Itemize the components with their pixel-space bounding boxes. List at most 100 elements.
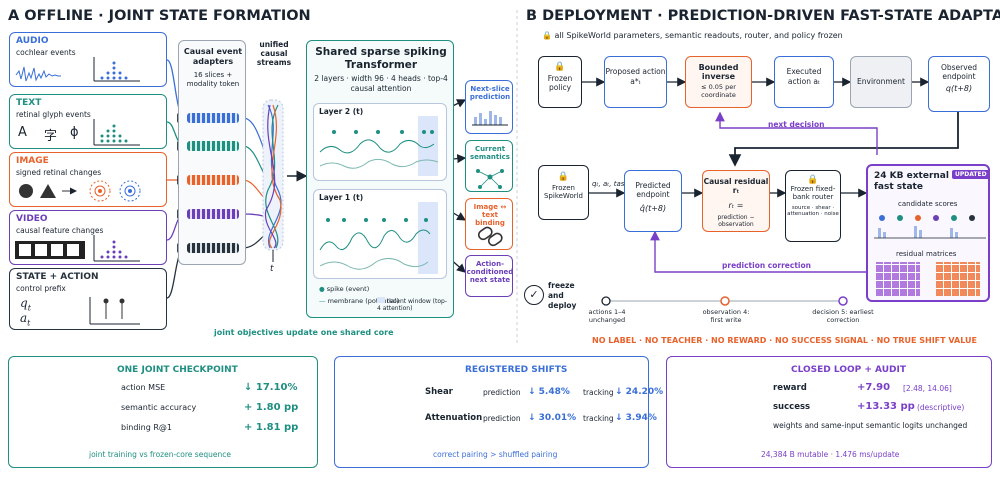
transformer-sub: 2 layers · width 96 · 4 heads · top-4 ca… xyxy=(314,74,448,93)
observed-endpoint-box: Observed endpoint q(t+8) xyxy=(928,56,990,112)
q-symbol: q xyxy=(20,296,28,310)
image-text-binding-output: Image ↔ text binding xyxy=(465,198,513,250)
text-adapter-slices xyxy=(187,141,239,151)
causal-residual-box: Causal residual rₜ rₜ = prediction − obs… xyxy=(702,170,770,232)
shear-pred-value: ↓ 5.48% xyxy=(528,387,570,397)
attn-track-value: ↓ 3.94% xyxy=(615,413,657,423)
no-supervision-list: NO LABEL · NO TEACHER · NO REWARD · NO S… xyxy=(592,336,977,345)
audio-label: AUDIO xyxy=(16,36,49,46)
layer-2-label: Layer 2 (t) xyxy=(319,107,364,116)
closed-loop-title: CLOSED LOOP + AUDIT xyxy=(791,365,906,375)
attenuation-label: Attenuation xyxy=(425,413,483,423)
freeze-check-icon: ✓ xyxy=(524,285,544,305)
next-decision-label: next decision xyxy=(768,120,825,129)
audio-adapter-slices xyxy=(187,113,239,123)
orange-residual-matrix xyxy=(936,262,980,296)
updated-badge: UPDATED xyxy=(952,170,990,179)
fast-state-title: 24 KB external fast state xyxy=(874,171,949,192)
action-next-state-output: Action-conditioned next state xyxy=(465,255,513,297)
next-slice-output: Next-slice prediction xyxy=(465,80,513,134)
action-mse-value: ↓ 17.10% xyxy=(244,382,298,393)
text-sub: retinal glyph events xyxy=(16,110,91,119)
residual-matrices-label: residual matrices xyxy=(896,250,957,258)
reward-ci: [2.48, 14.06] xyxy=(903,384,952,393)
success-label: success xyxy=(773,402,811,412)
video-sub: causal feature changes xyxy=(16,226,104,235)
panel-b-title: B DEPLOYMENT · PREDICTION-DRIVEN FAST-ST… xyxy=(526,8,1000,24)
closed-loop-card: CLOSED LOOP + AUDIT reward +7.90 [2.48, … xyxy=(666,356,992,468)
semantic-accuracy-label: semantic accuracy xyxy=(121,403,197,412)
causal-adapters-box: Causal event adapters 16 slices + modali… xyxy=(178,40,246,265)
state-action-sub: control prefix xyxy=(16,284,66,293)
image-label: IMAGE xyxy=(16,156,49,166)
image-sub: signed retinal changes xyxy=(16,168,102,177)
video-adapter-slices xyxy=(187,209,239,219)
shifts-footer: correct pairing > shuffled pairing xyxy=(433,450,558,459)
shear-track-value: ↓ 24.20% xyxy=(615,387,664,397)
a-symbol: a xyxy=(20,311,28,325)
glyph-cjk: 字 xyxy=(44,129,58,144)
closed-loop-footer: 24,384 B mutable · 1.476 ms/update xyxy=(761,450,900,459)
shear-pred-label: prediction xyxy=(483,388,521,397)
text-modality-box: TEXT retinal glyph events A 字 ϕ xyxy=(9,94,167,149)
state-adapter-slices xyxy=(187,243,239,253)
bounded-inverse-box: Bounded inverse ≤ 0.05 per coordinate xyxy=(685,56,752,108)
audio-sub: cochlear events xyxy=(16,48,76,57)
frozen-note: 🔒 all SpikeWorld parameters, semantic re… xyxy=(542,31,843,40)
joint-objectives-note: joint objectives update one shared core xyxy=(214,328,394,337)
candidate-scores-label: candidate scores xyxy=(898,200,958,208)
attn-track-label: tracking xyxy=(583,414,614,423)
film-strip-icon xyxy=(15,235,140,262)
adapters-title: Causal event adapters xyxy=(183,47,243,66)
checkpoint-card: ONE JOINT CHECKPOINT action MSE ↓ 17.10%… xyxy=(8,356,318,468)
streams-time-axis: t xyxy=(270,264,274,274)
frozen-spikeworld-box: 🔒 Frozen SpikeWorld xyxy=(538,165,589,220)
legend-spike: ● spike (event) xyxy=(319,285,370,293)
text-label: TEXT xyxy=(16,98,42,108)
purple-residual-matrix xyxy=(876,262,920,296)
proposed-action-box: Proposed action a*ₜ xyxy=(604,56,667,108)
shear-label: Shear xyxy=(425,387,453,397)
timeline-decision: decision 5: earliest correction xyxy=(812,308,874,324)
layer-2-panel: Layer 2 (t) xyxy=(313,103,447,181)
timeline-actions: actions 1–4 unchanged xyxy=(588,308,626,324)
attn-pred-value: ↓ 30.01% xyxy=(528,413,577,423)
glyph-a: A xyxy=(18,125,27,140)
checkpoint-title: ONE JOINT CHECKPOINT xyxy=(117,365,238,375)
state-action-box: STATE + ACTION control prefix qt at xyxy=(9,268,167,330)
registered-shifts-card: REGISTERED SHIFTS Shear prediction ↓ 5.4… xyxy=(334,356,664,468)
audio-modality-box: AUDIO cochlear events xyxy=(9,32,167,87)
candidate-scores-chart xyxy=(874,215,986,239)
layer-1-panel: Layer 1 (t) xyxy=(313,189,447,279)
video-label: VIDEO xyxy=(16,214,48,224)
binding-r1-value: + 1.81 pp xyxy=(244,422,299,433)
spiking-transformer-box: Shared sparse spiking Transformer 2 laye… xyxy=(306,40,454,318)
layer-1-label: Layer 1 (t) xyxy=(319,193,364,202)
lock-icon: 🔒 xyxy=(557,172,570,182)
legend-window: recent window (top-4 attention) xyxy=(377,297,448,313)
unchanged-note: weights and same-input semantic logits u… xyxy=(773,421,968,430)
state-action-label: STATE + ACTION xyxy=(16,272,99,282)
shear-track-label: tracking xyxy=(583,388,614,397)
frozen-router-box: 🔒 Frozen fixed-bank router source · shea… xyxy=(785,170,841,242)
model-inputs-label: qₜ, aₜ, task c xyxy=(592,180,635,188)
audio-waveform-icon xyxy=(15,57,140,82)
freeze-deploy-label: freeze and deploy xyxy=(548,281,577,310)
current-semantics-output: Current semantics xyxy=(465,140,513,192)
action-mse-label: action MSE xyxy=(121,383,166,392)
frozen-policy-box: 🔒 Frozen policy xyxy=(538,56,582,108)
transformer-title: Shared sparse spiking Transformer xyxy=(315,46,447,71)
lock-icon: 🔒 xyxy=(807,175,819,185)
a-sub: t xyxy=(27,318,31,328)
panel-a-title: A OFFLINE · JOINT STATE FORMATION xyxy=(8,8,311,24)
predicted-endpoint-box: Predicted endpoint q̂(t+8) xyxy=(624,170,682,232)
image-modality-box: IMAGE signed retinal changes xyxy=(9,152,167,207)
unified-streams-label: unified causal streams xyxy=(256,40,292,67)
video-modality-box: VIDEO causal feature changes xyxy=(9,210,167,265)
lock-icon: 🔒 xyxy=(554,62,566,72)
shifts-title: REGISTERED SHIFTS xyxy=(465,365,568,375)
fast-state-box: 24 KB external fast state UPDATED candid… xyxy=(866,164,990,302)
success-value: +13.33 pp xyxy=(857,401,915,412)
q-sub: t xyxy=(27,303,31,313)
attn-pred-label: prediction xyxy=(483,414,521,423)
